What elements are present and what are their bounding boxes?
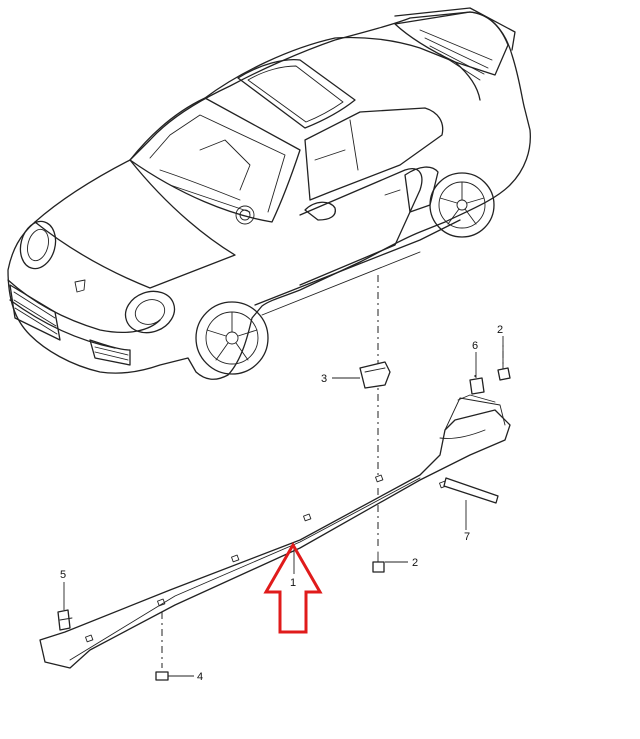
callout-5: 5 xyxy=(60,569,66,581)
callout-2-bottom: 2 xyxy=(412,557,418,569)
assembly-lines xyxy=(161,275,504,668)
car-illustration xyxy=(7,7,531,380)
bracket-part-6 xyxy=(469,377,485,395)
callout-1: 1 xyxy=(290,577,296,589)
nut-part-4 xyxy=(155,671,169,681)
clip-part-3 xyxy=(359,361,391,389)
callouts: 1 2 2 3 4 5 6 7 xyxy=(60,324,503,683)
callout-2-top: 2 xyxy=(497,324,503,336)
callout-4: 4 xyxy=(197,671,203,683)
bracket-part-5 xyxy=(57,609,73,631)
callout-3: 3 xyxy=(321,373,327,385)
side-skirt-part xyxy=(39,394,511,669)
leader-lines xyxy=(63,336,504,677)
callout-7: 7 xyxy=(464,531,470,543)
screw-part-2-top xyxy=(497,367,511,381)
strip-part-7 xyxy=(443,477,499,504)
callout-6: 6 xyxy=(472,340,478,352)
up-arrow-icon xyxy=(263,541,323,634)
screw-part-2-bottom xyxy=(372,551,385,573)
